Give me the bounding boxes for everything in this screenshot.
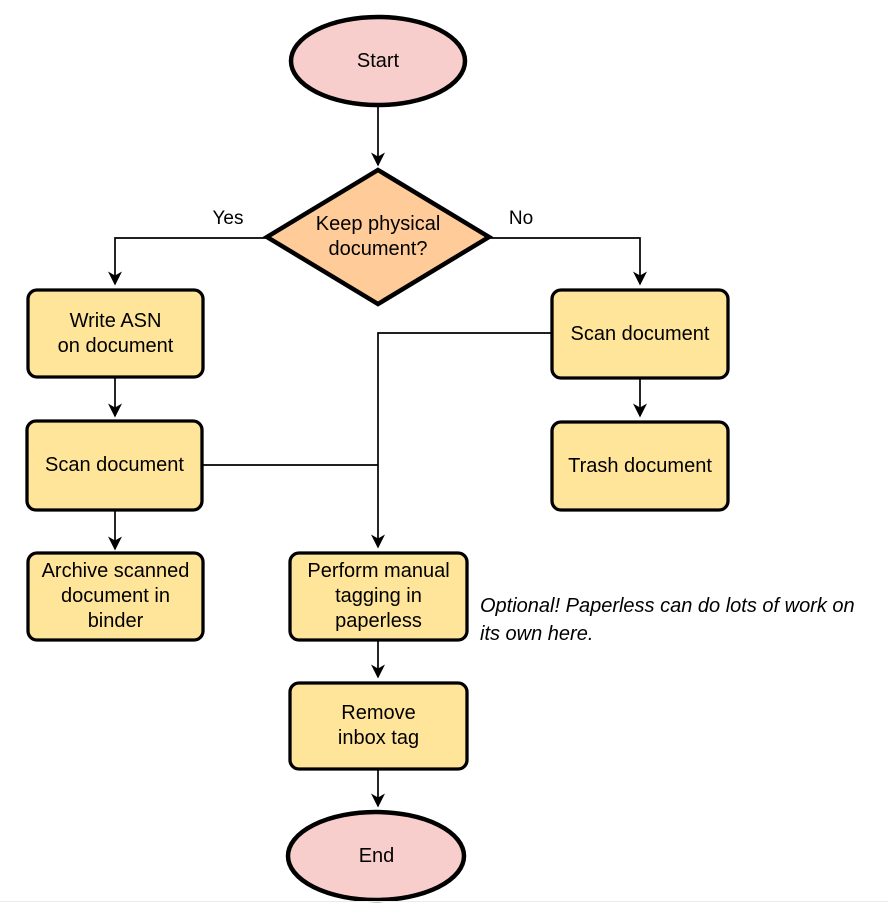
optional-note-line1: Optional! Paperless can do lots of work … [480, 595, 855, 617]
optional-note: Optional! Paperless can do lots of work … [480, 592, 888, 648]
node-end-shape [285, 809, 467, 903]
node-tagging-shape [288, 551, 469, 642]
edge-label-yes: Yes [212, 208, 244, 229]
node-write-asn-shape [26, 288, 205, 379]
node-start-shape [288, 14, 468, 108]
optional-note-line2: its own here. [480, 623, 594, 645]
node-trash-shape [550, 420, 730, 512]
edge-scan-right-to-tagging [371, 332, 552, 549]
node-scan-right-shape [550, 288, 730, 380]
edge-decision-no-to-scan-right [490, 237, 647, 286]
page-bottom-divider [0, 901, 888, 902]
node-decision-shape [262, 167, 494, 307]
node-archive-shape [26, 551, 205, 642]
edge-decision-yes-to-write-asn [108, 237, 266, 286]
node-scan-left-shape [25, 419, 204, 512]
edge-label-no: No [508, 208, 534, 229]
node-remove-inbox-shape [288, 681, 469, 771]
